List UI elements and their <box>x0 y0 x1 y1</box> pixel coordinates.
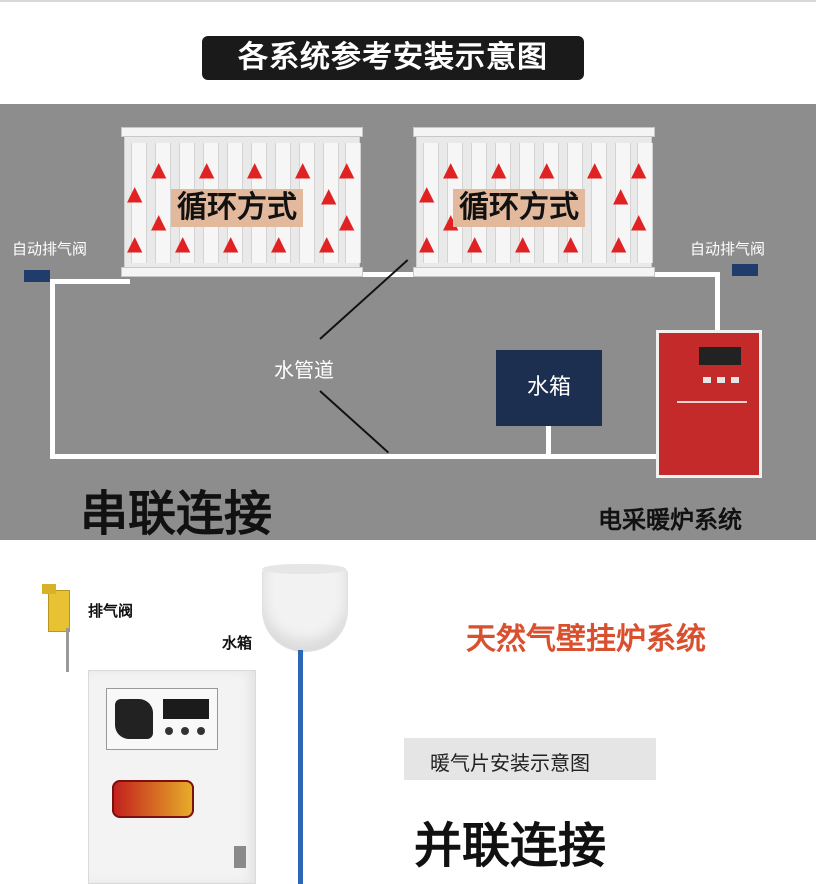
boiler-bottom-connector <box>234 846 246 868</box>
boiler-screen <box>163 699 209 719</box>
pipe-top-left <box>50 279 130 284</box>
radiator-fin <box>131 143 147 263</box>
gas-system-label: 天然气壁挂炉系统 <box>466 622 706 657</box>
heat-arrow-icon: ▲ <box>339 157 355 181</box>
heat-arrow-icon: ▲ <box>491 157 507 181</box>
boiler-display <box>699 347 741 365</box>
boiler-button <box>703 377 711 383</box>
page-title: 各系统参考安装示意图 <box>202 36 584 80</box>
boiler-button <box>731 377 739 383</box>
boiler-knob <box>181 727 189 735</box>
heat-arrow-icon: ▲ <box>321 183 337 207</box>
radiator-2-bottom-cap <box>413 267 655 277</box>
boiler-knob <box>197 727 205 735</box>
electric-system-label: 电采暖炉系统 <box>598 506 742 534</box>
tank-label: 水箱 <box>222 634 253 652</box>
expansion-tank-rim <box>262 564 346 574</box>
pipe-between-radiators <box>356 272 418 277</box>
heat-arrow-icon: ▲ <box>151 209 167 233</box>
heat-arrow-icon: ▲ <box>467 231 483 255</box>
heat-arrow-icon: ▲ <box>587 157 603 181</box>
radiator-1-top-cap <box>121 127 363 137</box>
heat-arrow-icon: ▲ <box>175 231 191 255</box>
radiator-fin <box>615 143 631 263</box>
heat-arrow-icon: ▲ <box>611 231 627 255</box>
heat-arrow-icon: ▲ <box>247 157 263 181</box>
right-valve-label: 自动排气阀 <box>690 240 766 258</box>
heat-arrow-icon: ▲ <box>127 231 143 255</box>
heat-arrow-icon: ▲ <box>631 209 647 233</box>
electric-boiler <box>656 330 762 478</box>
pipe-bottom <box>50 454 660 459</box>
water-pipe <box>298 650 303 884</box>
radiator-fin <box>155 143 171 263</box>
radiator-fin <box>637 143 653 263</box>
install-label-box <box>404 738 656 780</box>
air-valve-pipe <box>66 628 69 672</box>
boiler-control-panel <box>106 688 218 750</box>
heat-arrow-icon: ▲ <box>515 231 531 255</box>
series-connection-label: 串联连接 <box>80 486 273 540</box>
boiler-button <box>717 377 725 383</box>
heat-arrow-icon: ▲ <box>419 231 435 255</box>
radiator-2-top-cap <box>413 127 655 137</box>
heat-arrow-icon: ▲ <box>199 157 215 181</box>
install-label: 暖气片安装示意图 <box>430 751 590 775</box>
heat-arrow-icon: ▲ <box>295 157 311 181</box>
series-diagram-panel: 自动排气阀 自动排气阀 ▲ ▲ ▲ ▲ ▲ ▲ ▲ ▲ ▲ ▲ ▲ ▲ ▲ ▲ … <box>0 104 816 540</box>
parallel-connection-label: 并联连接 <box>414 818 607 874</box>
expansion-tank-funnel <box>262 568 348 652</box>
pipe-top-right <box>654 272 720 277</box>
left-air-valve <box>24 270 50 282</box>
heat-arrow-icon: ▲ <box>443 157 459 181</box>
boiler-knob <box>165 727 173 735</box>
radiator-fin <box>323 143 339 263</box>
heat-arrow-icon: ▲ <box>419 181 435 205</box>
heat-arrow-icon: ▲ <box>223 231 239 255</box>
radiator-fin <box>345 143 361 263</box>
top-divider <box>0 0 816 2</box>
pipe-right-vertical <box>715 272 720 334</box>
pipe-label: 水管道 <box>274 358 334 382</box>
heat-arrow-icon: ▲ <box>271 231 287 255</box>
heat-arrow-icon: ▲ <box>319 231 335 255</box>
water-tank: 水箱 <box>496 350 602 426</box>
heat-arrow-icon: ▲ <box>613 183 629 207</box>
heat-arrow-icon: ▲ <box>631 157 647 181</box>
pipe-tank-drop <box>546 422 551 458</box>
heat-arrow-icon: ▲ <box>563 231 579 255</box>
yellow-air-valve <box>48 590 70 632</box>
heat-arrow-icon: ▲ <box>339 209 355 233</box>
left-valve-label: 自动排气阀 <box>12 240 88 258</box>
radiator-fin <box>591 143 607 263</box>
radiator-1-bottom-cap <box>121 267 363 277</box>
right-air-valve <box>732 264 758 276</box>
boiler-stripe <box>677 401 747 403</box>
pointer-line-down <box>319 390 390 454</box>
radiator-2-label: 循环方式 <box>453 189 585 227</box>
heat-arrow-icon: ▲ <box>127 181 143 205</box>
radiator-1: ▲ ▲ ▲ ▲ ▲ ▲ ▲ ▲ ▲ ▲ ▲ ▲ ▲ ▲ 循环方式 <box>121 127 363 277</box>
heat-arrow-icon: ▲ <box>539 157 555 181</box>
radiator-2: ▲ ▲ ▲ ▲ ▲ ▲ ▲ ▲ ▲ ▲ ▲ ▲ ▲ ▲ 循环方式 <box>413 127 655 277</box>
air-valve-label: 排气阀 <box>88 602 134 620</box>
heat-arrow-icon: ▲ <box>151 157 167 181</box>
brand-logo <box>112 780 194 818</box>
boiler-logo-icon <box>115 699 153 739</box>
air-valve-cap <box>42 584 56 594</box>
pipe-left-vertical <box>50 279 55 459</box>
radiator-1-label: 循环方式 <box>171 189 303 227</box>
radiator-fin <box>423 143 439 263</box>
